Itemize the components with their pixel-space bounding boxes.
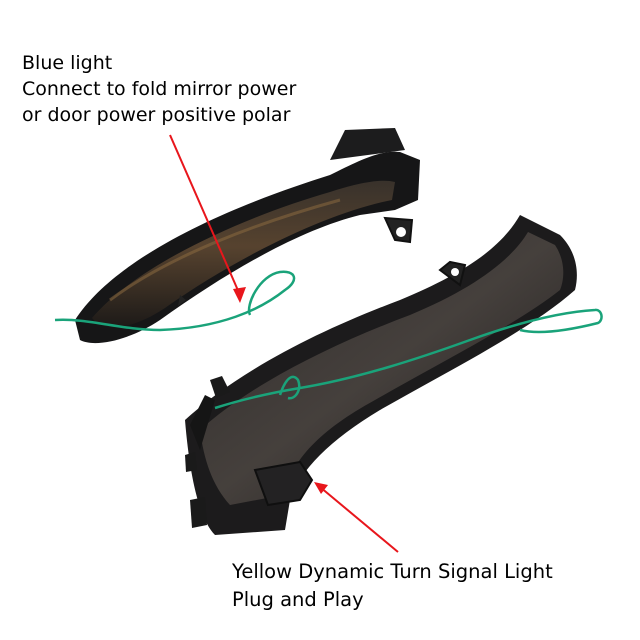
- annotation-line: Connect to fold mirror power: [22, 78, 297, 100]
- annotation-line: Plug and Play: [232, 588, 364, 611]
- upper-indicator-unit: [75, 128, 420, 344]
- lower-green-wire: [214, 308, 603, 410]
- arrow-blue-light: [169, 134, 246, 303]
- annotation-line: Yellow Dynamic Turn Signal Light: [232, 560, 553, 583]
- annotation-line: Blue light: [22, 52, 113, 74]
- blue-light-annotation: Blue light Connect to fold mirror power …: [22, 50, 296, 128]
- upper-green-wire: [54, 270, 296, 332]
- lower-green-wire-loop: [278, 375, 301, 400]
- arrow-turn-signal: [314, 482, 399, 553]
- turn-signal-annotation: Yellow Dynamic Turn Signal Light Plug an…: [232, 558, 553, 614]
- annotation-line: or door power positive polar: [22, 104, 291, 126]
